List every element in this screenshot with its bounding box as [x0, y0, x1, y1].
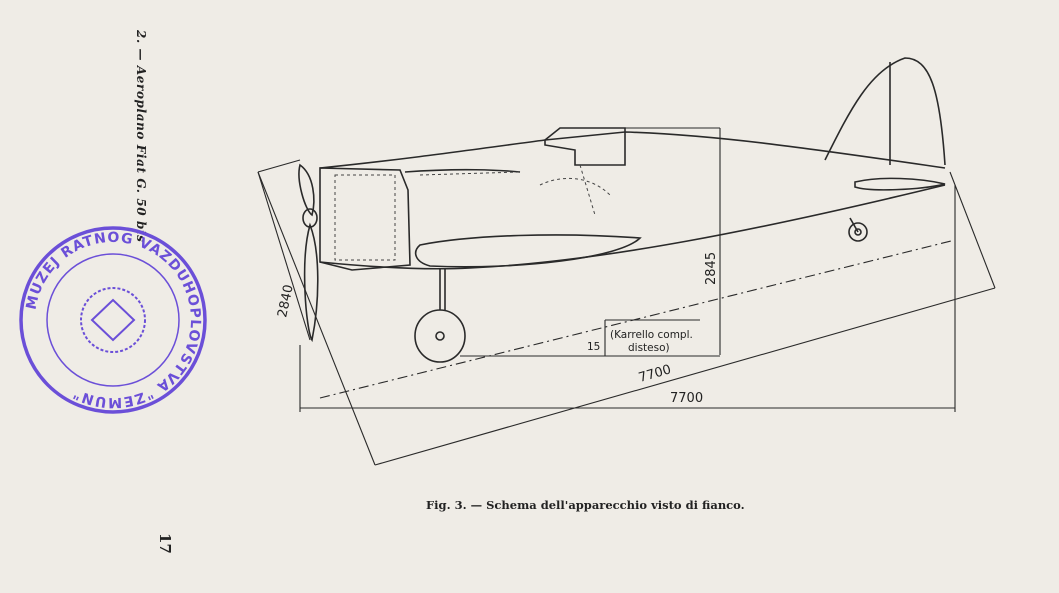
dim-length-7700-incline: 7700	[637, 362, 673, 386]
museum-stamp: MUZEJ RATNOG VAZDUHOPLOVSTVA "ZEMUN"	[19, 226, 207, 414]
figure-caption: Fig. 3. — Schema dell'apparecchio visto …	[426, 498, 745, 512]
dim-height-2840: 2840	[275, 283, 297, 318]
stamp-text: MUZEJ RATNOG VAZDUHOPLOVSTVA "ZEMUN"	[24, 230, 204, 410]
dim-length-7700: 7700	[670, 391, 703, 406]
dim-height-2845: 2845	[704, 252, 719, 285]
dimension-lines	[257, 127, 996, 466]
internal-structure-lines	[334, 164, 611, 261]
gear-note-line1: (Karrello compl.	[610, 329, 693, 341]
dim-angle-15: 15	[587, 341, 600, 353]
gear-note-line2: disteso)	[628, 342, 670, 354]
aircraft-outline	[298, 57, 946, 363]
